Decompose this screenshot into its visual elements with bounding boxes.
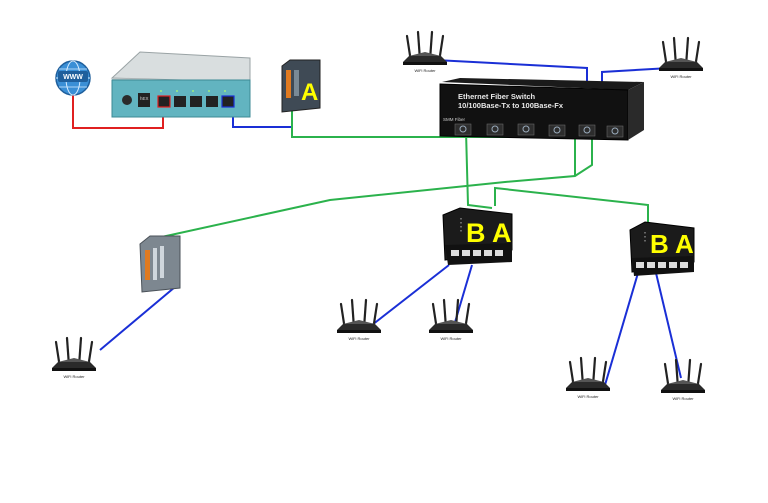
wifi-router-mid-2: WiFi Router [427, 298, 475, 341]
internet-label: WWW [63, 74, 83, 81]
fiber-right-converter-link [494, 186, 649, 222]
wifi-router-mid-1: WiFi Router [335, 298, 383, 341]
mini-switch-right: B A [629, 221, 695, 276]
right-switch-letter-a: A [675, 229, 694, 259]
internet-globe-icon: WWW [55, 60, 91, 96]
converter-a-letter: A [301, 79, 318, 106]
ethernet-fiber-switch: Ethernet Fiber Switch 10/100Base-Tx to 1… [439, 78, 644, 141]
wifi-router-left: WiFi Router [50, 336, 98, 379]
wifi-router-label: WiFi Router [672, 396, 694, 401]
router: hEX [110, 51, 251, 118]
switch-title: Ethernet Fiber Switch [458, 92, 536, 101]
wifi-router-label: WiFi Router [414, 68, 436, 73]
wifi-router-top-right: WiFi Router [657, 36, 705, 79]
wifi-router-label: WiFi Router [440, 336, 462, 341]
wifi-left-link [99, 286, 176, 351]
fiber-left-converter-link [156, 131, 593, 239]
wifi-router-right-1: WiFi Router [564, 356, 612, 399]
wifi-right1-link [604, 272, 639, 386]
switch-speed: 10/100Base-Tx to 100Base-Fx [458, 101, 564, 110]
switch-fiber-label: SMM Fiber [443, 117, 466, 122]
media-converter-left [139, 235, 181, 293]
wifi-top-left-uplink [434, 59, 588, 86]
wifi-mid1-link [371, 264, 450, 326]
wifi-top-right-uplink [601, 67, 671, 84]
wifi-router-top-left: WiFi Router [401, 30, 449, 73]
right-switch-letter-b: B [650, 229, 669, 259]
middle-switch-letter-a: A [492, 218, 512, 248]
wifi-router-label: WiFi Router [348, 336, 370, 341]
middle-switch-letter-b: B [466, 218, 486, 248]
router-brand-label: hEX [140, 96, 149, 101]
media-converter-a: A [281, 59, 321, 113]
mini-switch-middle: B A [442, 207, 513, 265]
wan-link [72, 95, 164, 129]
wifi-router-label: WiFi Router [577, 394, 599, 399]
wifi-router-right-2: WiFi Router [659, 358, 707, 401]
wifi-router-label: WiFi Router [63, 374, 85, 379]
fiber-mid-converter-link [465, 130, 493, 209]
wifi-router-label: WiFi Router [670, 74, 692, 79]
